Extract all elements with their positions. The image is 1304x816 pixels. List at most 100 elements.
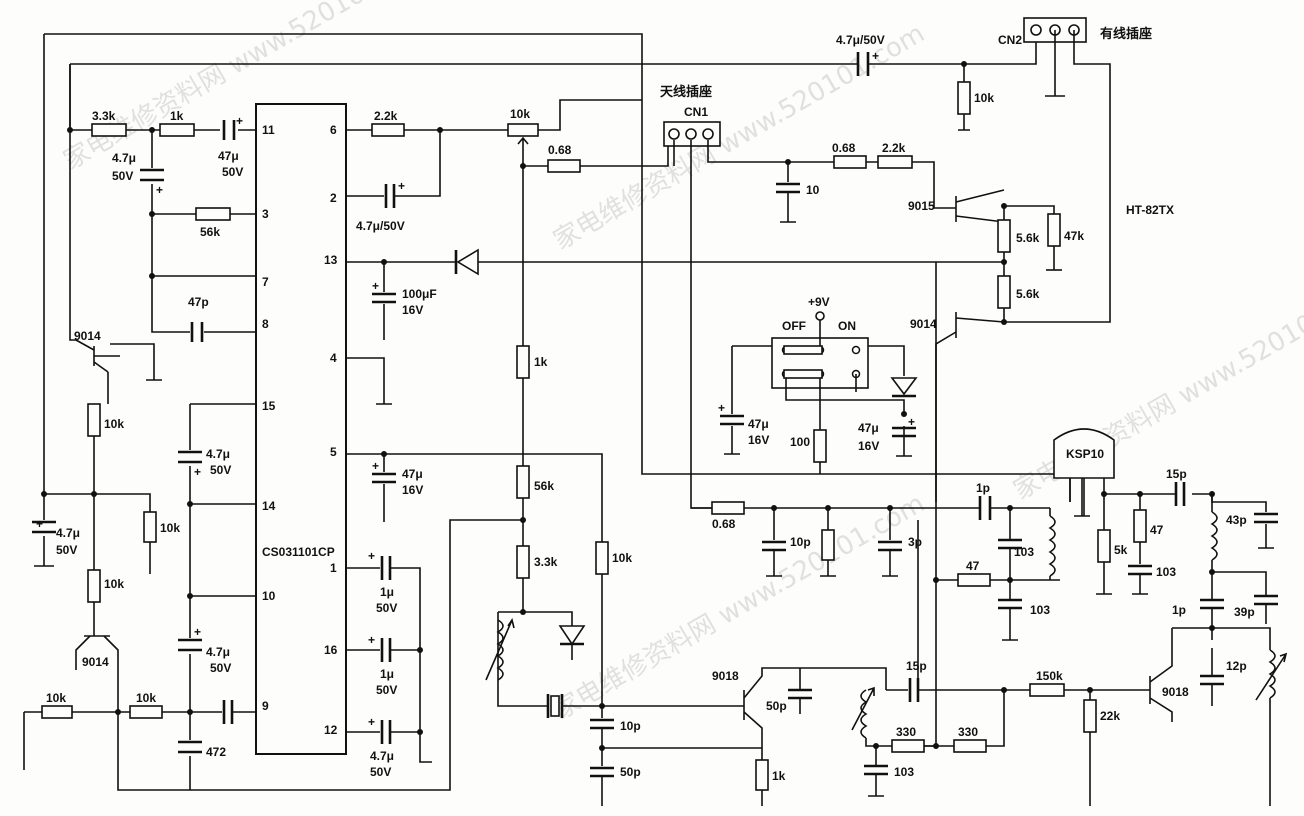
wire-ksp-out [1096, 494, 1274, 595]
ic-pin-3: 3 [262, 207, 269, 221]
resistor-3.3k-mid [516, 545, 530, 579]
label-r5k: 5k [1114, 543, 1128, 557]
label-c47u-sw1: 47μ [748, 417, 769, 431]
wire-pin4-gnd [346, 357, 392, 405]
capacitor-4.7u-pin2: + [384, 179, 405, 208]
wire-pins-1-16-12 [346, 567, 432, 763]
wire-bottom-return [117, 519, 522, 791]
wire-cap-column [189, 403, 256, 790]
svg-text:+: + [236, 114, 243, 128]
label-c43p: 43p [1226, 513, 1247, 527]
label-r10k-b: 10k [160, 521, 180, 535]
label-cn2-ref: CN2 [998, 33, 1022, 47]
label-r56k-q2: 5.6k [1016, 287, 1040, 301]
resistor-56k-mid [516, 465, 530, 499]
capacitor-1u-pin16: + [368, 633, 392, 662]
label-r22k-6: 2.2k [374, 109, 398, 123]
svg-text:+: + [194, 625, 201, 639]
label-r068-c: 0.68 [712, 517, 736, 531]
svg-text:+: + [872, 49, 879, 63]
resistor-1k-emitter [755, 759, 769, 791]
output-tank-coil [1172, 627, 1288, 806]
label-r10k-q: 10k [104, 417, 124, 431]
resistor-10k-in1 [41, 705, 73, 719]
connector-cn2[interactable] [1004, 17, 1111, 323]
resistor-330-a [891, 739, 925, 753]
label-c47u-5-v: 16V [402, 483, 423, 497]
svg-text:+: + [36, 517, 43, 531]
svg-text:+: + [718, 401, 725, 415]
wire-pin9 [23, 711, 256, 770]
top-right-section: + 4.7μ/50V 10k CN2 有线插座 CN1 天线插座 10 0.6 [660, 17, 1174, 520]
label-c47u-10: 4.7μ [206, 645, 230, 659]
capacitor-4.7u-b: + [32, 494, 56, 567]
module-ksp10 [1053, 428, 1213, 530]
power-switch-section: +9V OFF ON + 47μ 16V 100 [718, 295, 918, 474]
ic-pin-9: 9 [262, 699, 269, 713]
label-r47-b: 47 [1150, 523, 1164, 537]
label-q9018b: 9018 [1162, 685, 1189, 699]
label-c103-d: 103 [894, 765, 914, 779]
wire-left-rail [43, 34, 94, 495]
label-r330-a: 330 [896, 725, 916, 739]
label-c47u-sw1-v: 16V [748, 433, 769, 447]
capacitor-15p-b [908, 678, 920, 702]
label-c100u-v: 16V [402, 303, 423, 317]
label-r22k-b: 2.2k [882, 141, 906, 155]
resistor-47-b [1133, 509, 1147, 543]
ic-pin-2: 2 [330, 191, 337, 205]
connector-cn1[interactable] [663, 121, 721, 147]
label-r33k-mid: 3.3k [534, 555, 558, 569]
resistor-5k [1097, 529, 1111, 563]
ic-pin-6: 6 [330, 123, 337, 137]
wire-pin3-7 [152, 213, 256, 277]
transistor-9018-center [640, 667, 887, 806]
capacitor-15p-a [1174, 482, 1186, 506]
label-c47p: 47p [188, 295, 209, 309]
resistor-150k [1029, 683, 1065, 697]
ic-pin-16: 16 [324, 643, 338, 657]
resistor-10k-cn2 [957, 81, 971, 115]
resistor-1k-mid [516, 345, 530, 379]
capacitor-47u-pin11: + [222, 114, 243, 140]
resistor-5.6k-1 [997, 219, 1011, 253]
resistor-2.2k-b [877, 155, 913, 169]
label-r1k-mid: 1k [534, 355, 548, 369]
resistor-10k-in2 [129, 705, 163, 719]
label-r47-a: 47 [966, 559, 980, 573]
capacitor-4.7u-left: + [140, 168, 164, 197]
capacitor-1u-pin1: + [368, 549, 392, 580]
label-c47u-12: 4.7μ [370, 749, 394, 763]
label-c10p-b: 10p [790, 535, 811, 549]
label-c47u-sw2: 47μ [858, 421, 879, 435]
left-section: 3.3k 1k + 47μ 50V + 4.7μ 50V 56k 47p [23, 33, 852, 791]
label-c47u-10-v: 50V [210, 661, 231, 675]
resistor-0.68-c [711, 501, 745, 515]
resistor-10k-c [87, 569, 101, 603]
label-c1u-1: 1μ [380, 585, 394, 599]
wire-q9015 [935, 205, 1055, 502]
wire-c10 [780, 162, 796, 223]
ic-pin-5: 5 [330, 445, 337, 459]
label-r10k-mid: 10k [612, 551, 632, 565]
ic-pin-11: 11 [262, 123, 275, 137]
resistor-56k [195, 207, 231, 221]
resistor-47k [1047, 213, 1061, 247]
wire-pin2 [346, 130, 441, 197]
label-r100: 100 [790, 435, 810, 449]
label-r56k: 56k [200, 225, 220, 239]
capacitor-47u-switch-1: + [718, 401, 744, 426]
svg-text:+: + [372, 279, 379, 293]
label-c10: 10 [806, 183, 820, 197]
output-filter-coil [1210, 511, 1267, 706]
label-c103-c: 103 [1156, 565, 1176, 579]
ic-pin-7: 7 [262, 275, 269, 289]
label-c50p-x: 50p [620, 765, 641, 779]
ic-pin-14: 14 [262, 499, 276, 513]
wire-c47-left [151, 130, 256, 333]
label-c472: 472 [206, 745, 226, 759]
label-c47u-5: 47μ [402, 467, 423, 481]
label-c103-a: 103 [1014, 545, 1034, 559]
label-q9018a: 9018 [712, 669, 739, 683]
